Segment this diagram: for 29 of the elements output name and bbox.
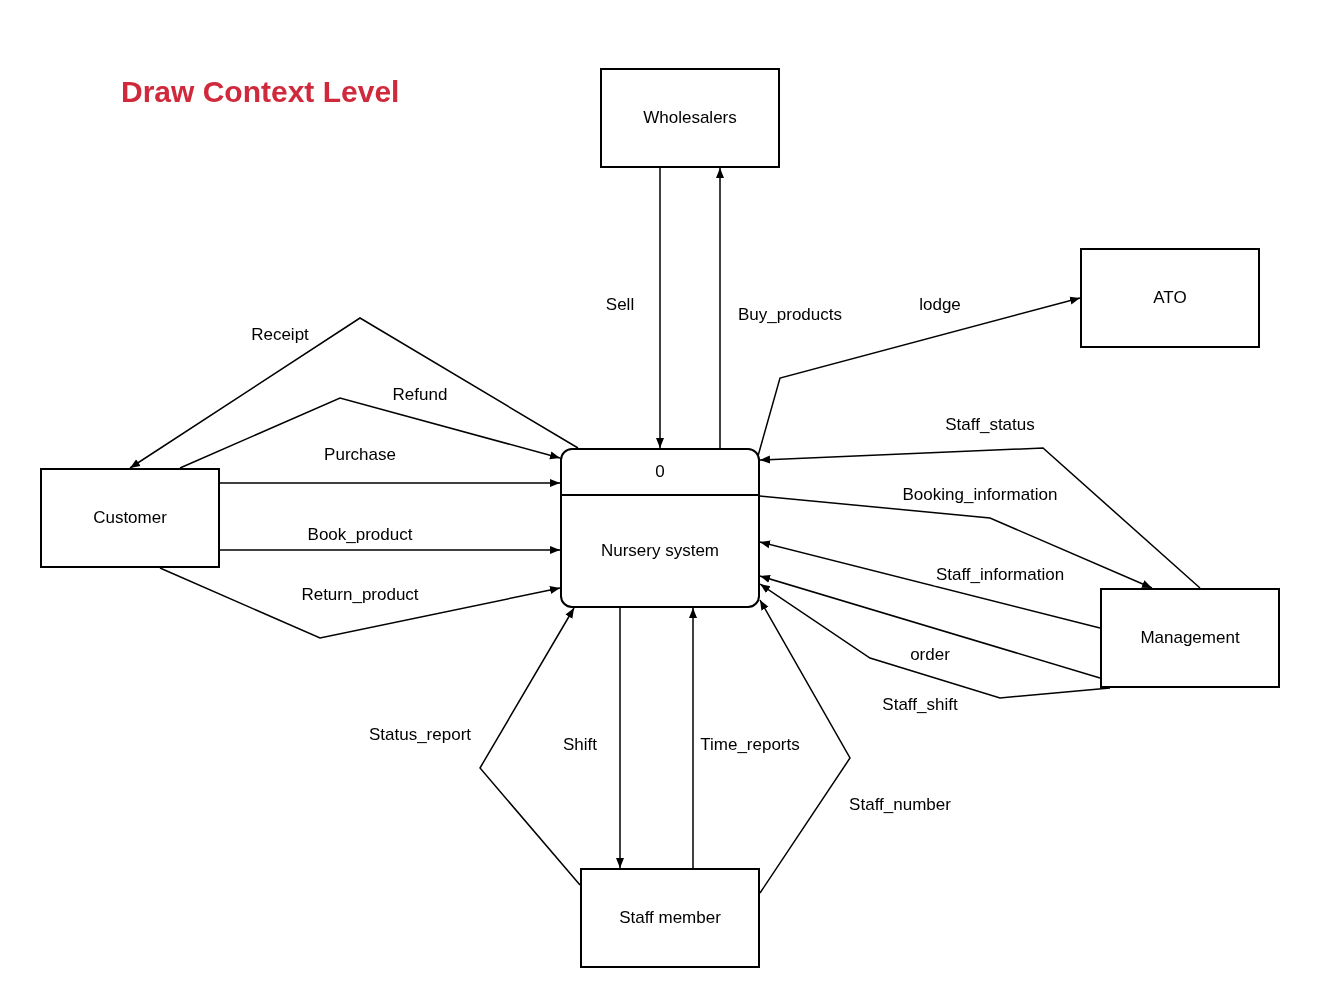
process-number: 0	[655, 461, 665, 484]
arrow	[689, 607, 697, 869]
arrow	[759, 575, 1101, 679]
entity-box	[600, 68, 780, 168]
arrow	[479, 607, 581, 886]
diagram-title: Draw Context Level	[121, 77, 400, 107]
arrow	[129, 317, 579, 469]
arrow	[616, 607, 624, 869]
entity-label: ATO	[1153, 287, 1187, 310]
entity-box	[580, 868, 760, 968]
entity-label: Management	[1140, 627, 1240, 650]
arrow	[716, 167, 724, 449]
arrow	[656, 167, 664, 449]
arrow	[759, 540, 1101, 629]
arrow	[759, 599, 851, 894]
entity-box	[40, 468, 220, 568]
arrow	[759, 495, 1153, 589]
entity-label: Wholesalers	[643, 107, 737, 130]
arrow	[219, 479, 561, 487]
entity-label: Staff member	[619, 907, 721, 930]
arrow	[219, 546, 561, 554]
arrow	[179, 397, 561, 469]
entity-label: Customer	[93, 507, 167, 530]
process-box	[560, 448, 760, 608]
arrow	[159, 567, 561, 639]
entity-box	[1100, 588, 1280, 688]
process-label: Nursery system	[600, 540, 720, 563]
arrow	[759, 447, 1201, 589]
entity-box	[1080, 248, 1260, 348]
